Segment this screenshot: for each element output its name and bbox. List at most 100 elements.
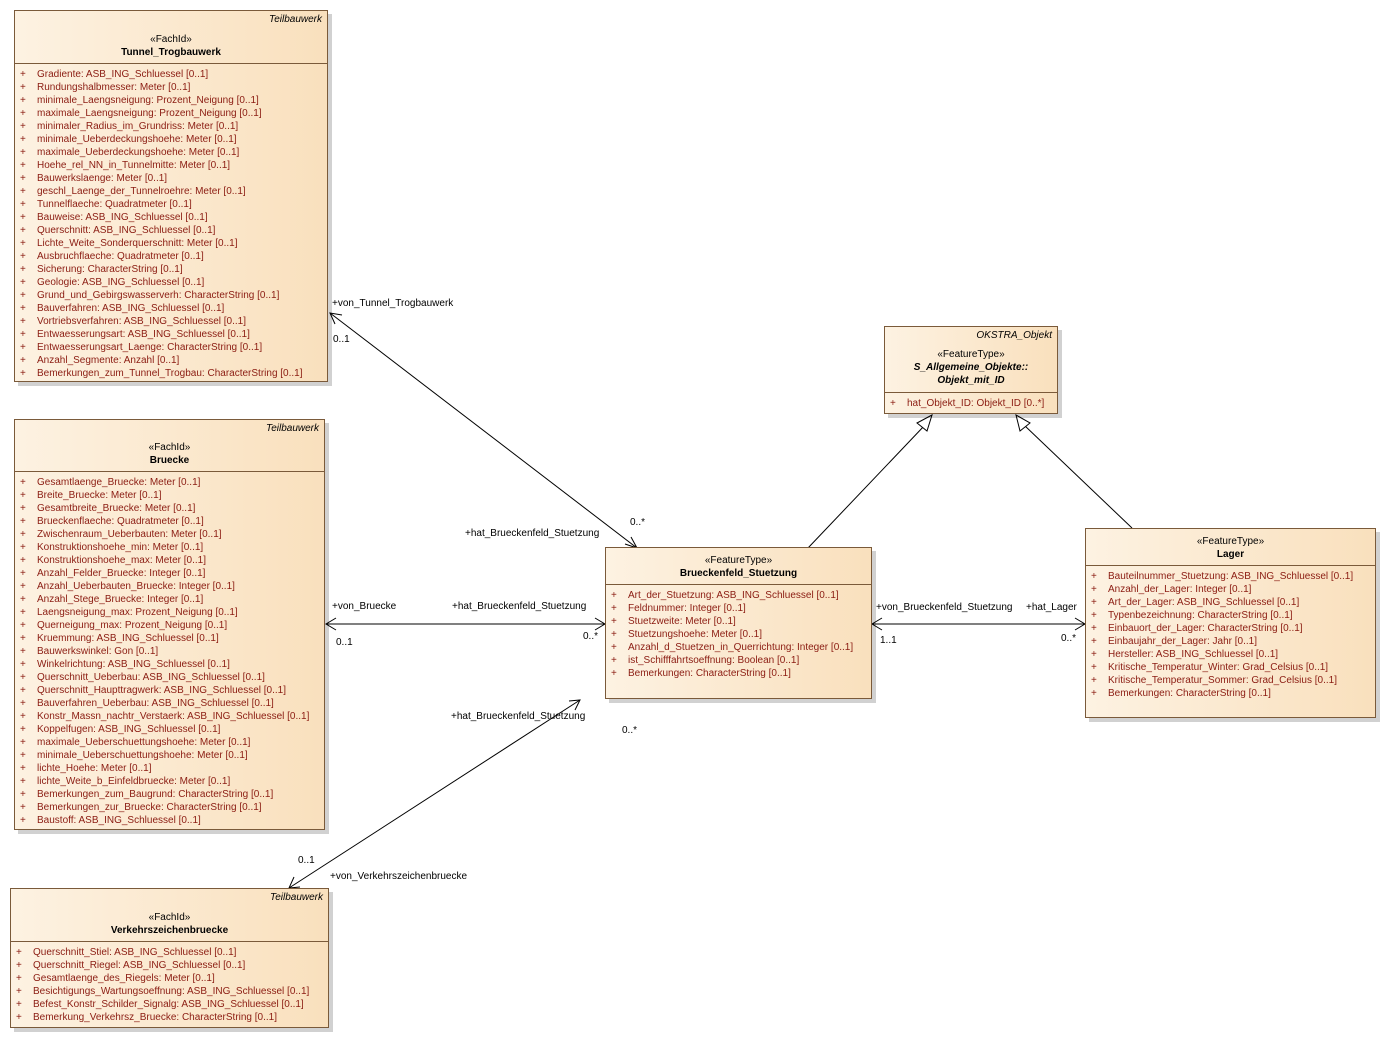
attribute-text: Einbauort_der_Lager: CharacterString [0.…	[1108, 623, 1303, 634]
attribute-row[interactable]: +Querschnitt_Haupttragwerk: ASB_ING_Schl…	[15, 684, 324, 697]
attribute-row[interactable]: +Bauwerkswinkel: Gon [0..1]	[15, 645, 324, 658]
visibility-marker: +	[20, 199, 26, 210]
attribute-row[interactable]: +Konstr_Massn_nachtr_Verstaerk: ASB_ING_…	[15, 710, 324, 723]
attribute-row[interactable]: +Hoehe_rel_NN_in_Tunnelmitte: Meter [0..…	[15, 159, 327, 172]
attribute-row[interactable]: +Bauverfahren_Ueberbau: ASB_ING_Schluess…	[15, 697, 324, 710]
attribute-row[interactable]: +Bemerkungen_zur_Bruecke: CharacterStrin…	[15, 801, 324, 814]
attribute-row[interactable]: +Sicherung: CharacterString [0..1]	[15, 263, 327, 276]
attribute-row[interactable]: +Bauteilnummer_Stuetzung: ASB_ING_Schlue…	[1086, 570, 1375, 583]
attribute-row[interactable]: + maximale_Laengsneigung: Prozent_Neigung…	[15, 107, 327, 120]
attribute-row[interactable]: +Bemerkungen: CharacterString [0..1]	[606, 667, 871, 680]
attribute-row[interactable]: +Gesamtlaenge_des_Riegels: Meter [0..1]	[11, 972, 328, 985]
attribute-row[interactable]: +Stuetzweite: Meter [0..1]	[606, 615, 871, 628]
attribute-text: lichte_Hoehe: Meter [0..1]	[37, 763, 152, 774]
attribute-row[interactable]: +Baustoff: ASB_ING_Schluessel [0..1]	[15, 814, 324, 827]
role-von-brueckenfeld: +von_Brueckenfeld_Stuetzung	[876, 602, 1013, 613]
attribute-row[interactable]: +Bemerkungen_zum_Tunnel_Trogbau: Charact…	[15, 367, 327, 380]
attribute-row[interactable]: +Lichte_Weite_Sonderquerschnitt: Meter […	[15, 237, 327, 250]
attribute-row[interactable]: +Anzahl_Segmente: Anzahl [0..1]	[15, 354, 327, 367]
attribute-row[interactable]: + Tunnelflaeche: Quadratmeter [0..1]	[15, 198, 327, 211]
visibility-marker: +	[20, 290, 26, 301]
visibility-marker: +	[20, 329, 26, 340]
attribute-text: Tunnelflaeche: Quadratmeter [0..1]	[37, 199, 192, 210]
attribute-row[interactable]: +lichte_Weite_b_Einfeldbruecke: Meter [0…	[15, 775, 324, 788]
attribute-text: Querschnitt_Stiel: ASB_ING_Schluessel [0…	[33, 947, 237, 958]
class-bruecke[interactable]: Teilbauwerk «FachId» Bruecke +Gesamtlaen…	[14, 419, 325, 830]
attribute-row[interactable]: +geschl_Laenge_der_Tunnelroehre: Meter […	[15, 185, 327, 198]
attribute-row[interactable]: +minimale_Ueberschuettungshoehe: Meter […	[15, 749, 324, 762]
attribute-row[interactable]: +maximale_Ueberdeckungshoehe: Meter [0..…	[15, 146, 327, 159]
attribute-row[interactable]: +hat_Objekt_ID: Objekt_ID [0..*]	[885, 397, 1057, 410]
attribute-row[interactable]: +Einbauort_der_Lager: CharacterString [0…	[1086, 622, 1375, 635]
attribute-row[interactable]: +Bemerkung_Verkehrsz_Bruecke: CharacterS…	[11, 1011, 328, 1024]
attribute-row[interactable]: +Anzahl_Ueberbauten_Bruecke: Integer [0.…	[15, 580, 324, 593]
attribute-row[interactable]: +Geologie: ASB_ING_Schluessel [0..1]	[15, 276, 327, 289]
class-lager[interactable]: «FeatureType» Lager +Bauteilnummer_Stuet…	[1085, 528, 1376, 718]
attribute-row[interactable]: +Vortriebsverfahren: ASB_ING_Schluessel …	[15, 315, 327, 328]
attribute-row[interactable]: +Einbaujahr_der_Lager: Jahr [0..1]	[1086, 635, 1375, 648]
attribute-row[interactable]: +Anzahl_Felder_Bruecke: Integer [0..1]	[15, 567, 324, 580]
class-brueckenfeld-stuetzung[interactable]: «FeatureType» Brueckenfeld_Stuetzung +Ar…	[605, 547, 872, 699]
attribute-text: minimaler_Radius_im_Grundriss: Meter [0.…	[37, 121, 239, 132]
attribute-row[interactable]: +Art_der_Stuetzung: ASB_ING_Schluessel […	[606, 589, 871, 602]
attribute-row[interactable]: +Laengsneigung_max: Prozent_Neigung [0..…	[15, 606, 324, 619]
attribute-row[interactable]: +Anzahl_Stege_Bruecke: Integer [0..1]	[15, 593, 324, 606]
attribute-row[interactable]: +minimale_Ueberdeckungshoehe: Meter [0..…	[15, 133, 327, 146]
visibility-marker: +	[20, 594, 26, 605]
attribute-row[interactable]: +Bauweise: ASB_ING_Schluessel [0..1]	[15, 211, 327, 224]
attribute-row[interactable]: +Grund_und_Gebirgswasserverh: CharacterS…	[15, 289, 327, 302]
class-objekt-mit-id[interactable]: OKSTRA_Objekt «FeatureType» S_Allgemeine…	[884, 326, 1058, 414]
attribute-row[interactable]: +Entwaesserungsart: ASB_ING_Schluessel […	[15, 328, 327, 341]
attribute-row[interactable]: +Koppelfugen: ASB_ING_Schluessel [0..1]	[15, 723, 324, 736]
attribute-row[interactable]: +Konstruktionshoehe_min: Meter [0..1]	[15, 541, 324, 554]
attribute-row[interactable]: +Anzahl_der_Lager: Integer [0..1]	[1086, 583, 1375, 596]
attribute-row[interactable]: +Ausbruchflaeche: Quadratmeter [0..1]	[15, 250, 327, 263]
attribute-row[interactable]: +Entwaesserungsart_Laenge: CharacterStri…	[15, 341, 327, 354]
attribute-row[interactable]: +Stuetzungshoehe: Meter [0..1]	[606, 628, 871, 641]
attribute-row[interactable]: +Gesamtlaenge_Bruecke: Meter [0..1]	[15, 476, 324, 489]
attribute-row[interactable]: +maximale_Ueberschuettungshoehe: Meter […	[15, 736, 324, 749]
attribute-text: lichte_Weite_b_Einfeldbruecke: Meter [0.…	[37, 776, 231, 787]
attribute-list: +Bauteilnummer_Stuetzung: ASB_ING_Schlue…	[1086, 566, 1375, 700]
role-von-tunnel: +von_Tunnel_Trogbauwerk	[332, 298, 454, 309]
attribute-row[interactable]: +Befest_Konstr_Schilder_Signalg: ASB_ING…	[11, 998, 328, 1011]
attribute-row[interactable]: +Winkelrichtung: ASB_ING_Schluessel [0..…	[15, 658, 324, 671]
attribute-row[interactable]: +Querschnitt_Ueberbau: ASB_ING_Schluesse…	[15, 671, 324, 684]
attribute-row[interactable]: +Querschnitt: ASB_ING_Schluessel [0..1]	[15, 224, 327, 237]
attribute-row[interactable]: +Bauwerkslaenge: Meter [0..1]	[15, 172, 327, 185]
attribute-row[interactable]: +Kritische_Temperatur_Sommer: Grad_Celsi…	[1086, 674, 1375, 687]
attribute-row[interactable]: +Bemerkungen: CharacterString [0..1]	[1086, 687, 1375, 700]
attribute-row[interactable]: +Querneigung_max: Prozent_Neigung [0..1]	[15, 619, 324, 632]
attribute-row[interactable]: +Art_der_Lager: ASB_ING_Schluessel [0..1…	[1086, 596, 1375, 609]
attribute-row[interactable]: +Rundungshalbmesser: Meter [0..1]	[15, 81, 327, 94]
attribute-row[interactable]: +Breite_Bruecke: Meter [0..1]	[15, 489, 324, 502]
attribute-row[interactable]: +Brueckenflaeche: Quadratmeter [0..1]	[15, 515, 324, 528]
visibility-marker: +	[20, 108, 26, 119]
attribute-row[interactable]: +Querschnitt_Riegel: ASB_ING_Schluessel …	[11, 959, 328, 972]
attribute-row[interactable]: +Anzahl_d_Stuetzen_in_Querrichtung: Inte…	[606, 641, 871, 654]
class-verkehrszeichenbruecke[interactable]: Teilbauwerk «FachId» Verkehrszeichenbrue…	[10, 888, 329, 1028]
attribute-row[interactable]: +lichte_Hoehe: Meter [0..1]	[15, 762, 324, 775]
attribute-row[interactable]: +Zwischenraum_Ueberbauten: Meter [0..1]	[15, 528, 324, 541]
class-tunnel-trogbauwerk[interactable]: Teilbauwerk «FachId» Tunnel_Trogbauwerk …	[14, 10, 328, 382]
attribute-text: Bemerkungen: CharacterString [0..1]	[1108, 688, 1271, 699]
attribute-row[interactable]: +Konstruktionshoehe_max: Meter [0..1]	[15, 554, 324, 567]
mult-bruecke-target: 0..*	[583, 631, 599, 642]
visibility-marker: +	[20, 82, 26, 93]
attribute-row[interactable]: +Besichtigungs_Wartungsoeffnung: ASB_ING…	[11, 985, 328, 998]
attribute-row[interactable]: +Gradiente: ASB_ING_Schluessel [0..1]	[15, 68, 327, 81]
attribute-row[interactable]: +Feldnummer: Integer [0..1]	[606, 602, 871, 615]
attribute-row[interactable]: +Gesamtbreite_Bruecke: Meter [0..1]	[15, 502, 324, 515]
attribute-row[interactable]: +Hersteller: ASB_ING_Schluessel [0..1]	[1086, 648, 1375, 661]
attribute-row[interactable]: +minimale_Laengsneigung: Prozent_Neigung…	[15, 94, 327, 107]
attribute-row[interactable]: +minimaler_Radius_im_Grundriss: Meter [0…	[15, 120, 327, 133]
attribute-row[interactable]: +Typenbezeichnung: CharacterString [0..1…	[1086, 609, 1375, 622]
attribute-row[interactable]: +Kruemmung: ASB_ING_Schluessel [0..1]	[15, 632, 324, 645]
attribute-row[interactable]: +Bauverfahren: ASB_ING_Schluessel [0..1]	[15, 302, 327, 315]
attribute-text: maximale_Laengsneigung: Prozent_Neigung …	[37, 108, 262, 119]
attribute-row[interactable]: +ist_Schifffahrtsoeffnung: Boolean [0..1…	[606, 654, 871, 667]
attribute-row[interactable]: +Kritische_Temperatur_Winter: Grad_Celsi…	[1086, 661, 1375, 674]
attribute-row[interactable]: +Querschnitt_Stiel: ASB_ING_Schluessel […	[11, 946, 328, 959]
visibility-marker: +	[20, 685, 26, 696]
attribute-row[interactable]: +Bemerkungen_zum_Baugrund: CharacterStri…	[15, 788, 324, 801]
